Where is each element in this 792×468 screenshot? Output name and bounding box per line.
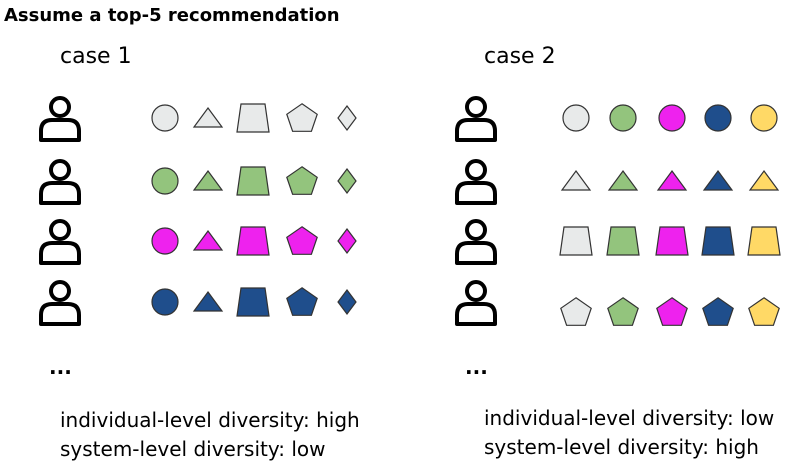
case-2-trapezoid-green-icon bbox=[606, 226, 640, 256]
case-1-diamond-blue-icon bbox=[337, 289, 357, 315]
case-1-circle-white-icon bbox=[151, 104, 179, 132]
case-1-system-diversity: system-level diversity: low bbox=[60, 437, 326, 461]
case-2-individual-diversity: individual-level diversity: low bbox=[484, 406, 775, 430]
case-2-user-icon bbox=[455, 219, 497, 265]
case-2-pentagon-yellow-icon bbox=[748, 297, 780, 326]
case-1-individual-diversity: individual-level diversity: high bbox=[60, 408, 360, 432]
case-1-user-icon bbox=[39, 159, 81, 205]
case-1-user-icon bbox=[39, 219, 81, 265]
case-1-trapezoid-magenta-icon bbox=[236, 226, 270, 256]
case-2-user-icon bbox=[455, 96, 497, 142]
case-2-ellipsis: ... bbox=[465, 355, 488, 379]
case-2-pentagon-white-icon bbox=[560, 297, 592, 326]
case-2-trapezoid-blue-icon bbox=[701, 226, 735, 256]
case-2-label: case 2 bbox=[484, 44, 556, 69]
case-2-user-icon bbox=[455, 159, 497, 205]
case-2-triangle-magenta-icon bbox=[656, 169, 688, 191]
case-1-trapezoid-white-icon bbox=[236, 103, 270, 133]
case-2-user-icon bbox=[455, 280, 497, 326]
case-1-circle-magenta-icon bbox=[151, 227, 179, 255]
case-1-user-icon bbox=[39, 96, 81, 142]
case-1-diamond-magenta-icon bbox=[337, 228, 357, 254]
case-1-pentagon-magenta-icon bbox=[286, 226, 318, 255]
case-2-triangle-white-icon bbox=[560, 169, 592, 191]
case-1-pentagon-green-icon bbox=[286, 166, 318, 195]
case-1-ellipsis: ... bbox=[49, 355, 72, 379]
case-1-label: case 1 bbox=[60, 44, 132, 69]
case-1-pentagon-blue-icon bbox=[286, 287, 318, 316]
case-1-user-icon bbox=[39, 280, 81, 326]
case-1-trapezoid-blue-icon bbox=[236, 287, 270, 317]
case-2-circle-blue-icon bbox=[704, 104, 732, 132]
case-2-pentagon-blue-icon bbox=[702, 297, 734, 326]
case-1-triangle-green-icon bbox=[192, 169, 224, 191]
case-2-triangle-green-icon bbox=[607, 169, 639, 191]
case-1-triangle-white-icon bbox=[192, 106, 224, 128]
case-2-circle-green-icon bbox=[609, 104, 637, 132]
case-2-circle-magenta-icon bbox=[658, 104, 686, 132]
case-1-triangle-magenta-icon bbox=[192, 229, 224, 251]
case-1-pentagon-white-icon bbox=[286, 103, 318, 132]
case-2-pentagon-magenta-icon bbox=[656, 297, 688, 326]
case-2-trapezoid-white-icon bbox=[559, 226, 593, 256]
case-2-trapezoid-magenta-icon bbox=[655, 226, 689, 256]
case-1-circle-green-icon bbox=[151, 167, 179, 195]
case-1-diamond-green-icon bbox=[337, 168, 357, 194]
case-1-diamond-white-icon bbox=[337, 105, 357, 131]
case-1-triangle-blue-icon bbox=[192, 290, 224, 312]
case-2-circle-yellow-icon bbox=[750, 104, 778, 132]
case-1-circle-blue-icon bbox=[151, 288, 179, 316]
case-2-trapezoid-yellow-icon bbox=[747, 226, 781, 256]
case-2-system-diversity: system-level diversity: high bbox=[484, 435, 759, 459]
page-title: Assume a top-5 recommendation bbox=[4, 5, 340, 26]
case-2-circle-white-icon bbox=[562, 104, 590, 132]
case-1-trapezoid-green-icon bbox=[236, 166, 270, 196]
case-2-triangle-blue-icon bbox=[702, 169, 734, 191]
case-2-pentagon-green-icon bbox=[607, 297, 639, 326]
case-2-triangle-yellow-icon bbox=[748, 169, 780, 191]
